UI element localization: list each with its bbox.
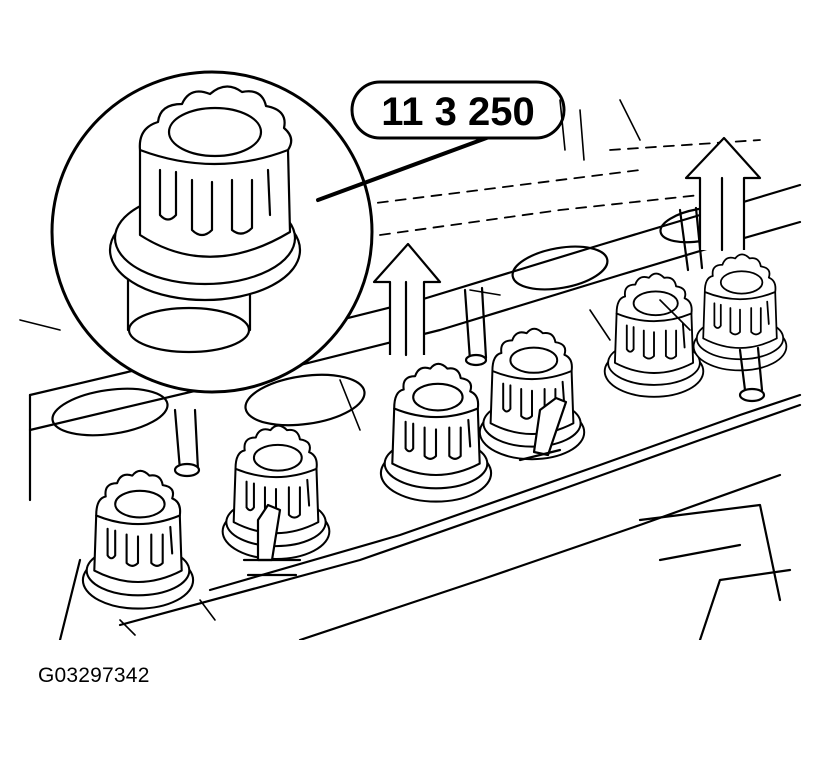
engine-illustration: 11 3 250 xyxy=(19,70,802,640)
callout-leader-line xyxy=(316,131,502,202)
tool-number-callout: 11 3 250 xyxy=(350,80,566,140)
socket-tool-icon xyxy=(108,85,302,354)
tool-number-label: 11 3 250 xyxy=(381,90,535,134)
detail-magnifier xyxy=(50,70,374,394)
plug-connector-4 xyxy=(478,327,586,462)
plug-connector-6 xyxy=(692,253,788,403)
background-sketch-lines xyxy=(19,99,691,431)
up-arrow-icon xyxy=(684,136,762,252)
head-studs xyxy=(173,206,704,478)
plug-connector-1 xyxy=(81,469,195,610)
figure-code: G03297342 xyxy=(38,664,150,687)
plug-connector-2 xyxy=(221,424,331,577)
plug-connector-3 xyxy=(379,362,493,503)
up-arrow-icon xyxy=(372,242,442,357)
plug-connector-5 xyxy=(603,272,705,398)
